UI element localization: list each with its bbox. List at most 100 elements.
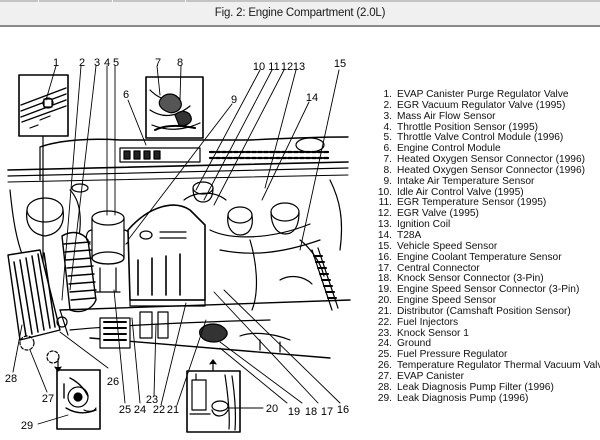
legend-label: Mass Air Flow Sensor (397, 110, 496, 122)
legend-number: 20. (377, 295, 392, 307)
leader-line-21 (176, 319, 207, 406)
coolant-reservoir (9, 183, 89, 271)
legend-number: 28. (377, 381, 392, 393)
callout-29: 29 (20, 420, 34, 432)
legend-label: Temperature Regulator Thermal Vacuum Val… (397, 360, 600, 372)
callout-25: 25 (118, 404, 132, 416)
legend-number: 8. (383, 164, 393, 176)
legend-label: Engine Coolant Temperature Sensor (397, 251, 562, 263)
engine-lower-block (56, 299, 351, 359)
callout-6: 6 (122, 89, 130, 101)
callout-3: 3 (93, 57, 101, 69)
legend-number: 15. (377, 240, 392, 252)
leader-line-1 (45, 65, 57, 101)
callout-9: 9 (230, 94, 238, 106)
leader-line-28 (12, 324, 23, 373)
legend-label: EGR Temperature Sensor (1995) (397, 197, 547, 209)
figure-title: Fig. 2: Engine Compartment (2.0L) (214, 7, 386, 19)
cowl-plenum (7, 136, 349, 183)
callout-11: 11 (268, 61, 280, 73)
legend-item: 24. Ground (370, 339, 600, 350)
legend-label: Fuel Pressure Regulator (397, 349, 508, 361)
legend-number: 2. (383, 99, 393, 111)
leader-line-26 (59, 331, 109, 369)
leader-line-16 (223, 289, 341, 404)
title-bar-tick (38, 0, 39, 2)
figure-title-bar: Fig. 2: Engine Compartment (2.0L) (0, 0, 600, 27)
legend-item: 3.Mass Air Flow Sensor (370, 110, 600, 123)
callout-14: 14 (305, 92, 319, 104)
legend-label: Leak Diagnosis Pump Filter (1996) (397, 381, 554, 393)
callout-13: 13 (292, 61, 306, 73)
legend-number: 24. (377, 338, 392, 350)
callout-leader-lines (12, 65, 341, 425)
engine-drawing (7, 65, 351, 433)
legend-item: 11. EGR Temperature Sensor (1995) (370, 198, 600, 209)
leader-line-25 (113, 289, 126, 404)
legend-number: 6. (383, 143, 393, 155)
callout-8: 8 (176, 57, 184, 69)
legend-label: Fuel Injectors (397, 316, 459, 328)
leader-line-11 (203, 69, 273, 201)
leader-line-17 (213, 291, 319, 404)
callout-18: 18 (304, 406, 318, 418)
legend-item: 16.Engine Coolant Temperature Sensor (370, 251, 600, 264)
legend-item: 13.Ignition Coil (370, 219, 600, 231)
title-bar-tick (185, 0, 186, 2)
legend-item: 1.EVAP Canister Purge Regulator Valve (370, 89, 600, 101)
callout-5: 5 (112, 57, 120, 69)
legend-label: EVAP Canister Purge Regulator Valve (397, 89, 569, 100)
callout-23: 23 (145, 394, 159, 406)
leader-line-6 (127, 99, 147, 146)
legend-number: 21. (377, 305, 392, 317)
air-intake-hose (61, 231, 97, 313)
legend-item: 6. Engine Control Module (370, 143, 600, 155)
legend-number: 23. (377, 327, 392, 339)
legend-label: T28A (397, 229, 422, 241)
legend-number: 27. (377, 370, 392, 382)
legend-number: 11. (378, 197, 392, 209)
legend-item: 12.EGR Valve (1995) (370, 208, 600, 220)
callout-4: 4 (103, 57, 111, 69)
legend-number: 4. (383, 121, 393, 133)
legend-label: Heated Oxygen Sensor Connector (1996) (397, 164, 586, 176)
legend-number: 7. (383, 154, 393, 166)
leader-line-7 (156, 65, 161, 96)
radiator-hose-right (279, 247, 339, 311)
legend-item: 26.Temperature Regulator Thermal Vacuum … (370, 360, 600, 372)
legend-item: 25.Fuel Pressure Regulator (370, 349, 600, 361)
legend-label: Central Connector (397, 262, 480, 274)
legend-item: 18.Knock Sensor Connector (3-Pin) (370, 273, 600, 285)
legend-item: 19.Engine Speed Sensor Connector (3-Pin) (370, 284, 600, 296)
callout-15: 15 (333, 58, 347, 70)
leader-line-19 (219, 347, 288, 404)
legend-item: 21.Distributor (Camshaft Position Sensor… (370, 305, 600, 318)
callout-12: 12 (280, 61, 294, 73)
leader-line-10 (195, 69, 261, 191)
intake-manifold (127, 192, 227, 307)
legend-item: 22. Fuel Injectors (370, 316, 600, 329)
legend-number: 19. (377, 284, 392, 296)
legend-label: EVAP Canister (397, 370, 465, 382)
legend-label: Engine Control Module (397, 143, 501, 155)
leader-line-18 (219, 341, 303, 404)
legend-number: 14. (377, 229, 392, 241)
callout-10: 10 (252, 61, 266, 73)
legend-number: 29. (377, 392, 392, 404)
callout-22: 22 (152, 404, 166, 416)
legend-label: Heated Oxygen Sensor Connector (1996) (397, 154, 586, 166)
title-bar-tick (112, 0, 113, 2)
legend-label: Knock Sensor 1 (397, 327, 469, 339)
leader-line-23 (153, 324, 157, 397)
inset-oxygen-sensor-connectors (145, 76, 204, 139)
callout-28: 28 (4, 373, 18, 385)
legend-label: Throttle Position Sensor (1995) (397, 121, 538, 133)
callout-1: 1 (52, 57, 60, 69)
leader-line-24 (131, 317, 141, 404)
legend-number: 17. (377, 262, 392, 274)
legend-number: 5. (383, 132, 393, 144)
engine-compartment-diagram (0, 27, 360, 435)
legend-number: 22. (377, 316, 392, 328)
callout-27: 27 (41, 393, 55, 405)
legend-label: Ground (397, 338, 431, 350)
